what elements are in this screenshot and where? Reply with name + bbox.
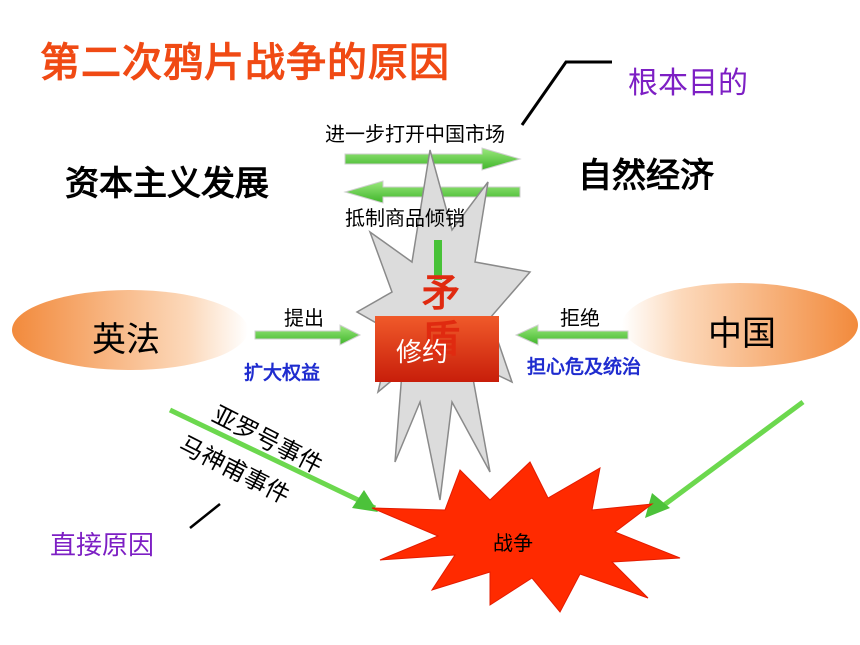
war-burst <box>371 461 681 613</box>
worry-rule-label: 担心危及统治 <box>527 356 642 378</box>
arrow-china-war <box>658 399 805 511</box>
callout-line-direct <box>189 503 221 529</box>
britain-france-ellipse <box>12 290 248 370</box>
refuse-label: 拒绝 <box>560 306 600 330</box>
arrow-propose <box>254 324 362 346</box>
callout-line-aim <box>520 60 612 126</box>
propose-label: 提出 <box>284 306 324 330</box>
natural-economy-label: 自然经济 <box>578 156 714 196</box>
china-node: 中国 <box>708 314 776 354</box>
arrow-incidents-head <box>352 490 378 512</box>
revise-label: 修约 <box>396 338 449 368</box>
resist-dumping-label: 抵制商品倾销 <box>345 206 465 230</box>
arrow-china-war-head <box>645 493 670 518</box>
direct-cause-label: 直接原因 <box>50 531 155 561</box>
contradiction-label: 矛盾 <box>422 271 461 361</box>
arrow-incidents <box>168 407 377 511</box>
fundamental-aim-label: 根本目的 <box>628 66 748 101</box>
britain-france-node: 英法 <box>92 320 160 360</box>
revise-box <box>375 316 499 382</box>
expand-rights-label: 扩大权益 <box>244 362 321 384</box>
capitalism-label: 资本主义发展 <box>65 164 269 204</box>
open-market-label: 进一步打开中国市场 <box>325 122 505 146</box>
arrow-refuse <box>514 324 629 346</box>
down-arrow-stem <box>434 240 442 280</box>
page-title: 第二次鸦片战争的原因 <box>40 40 450 86</box>
war-label: 战争 <box>493 531 533 555</box>
china-ellipse <box>622 283 858 367</box>
